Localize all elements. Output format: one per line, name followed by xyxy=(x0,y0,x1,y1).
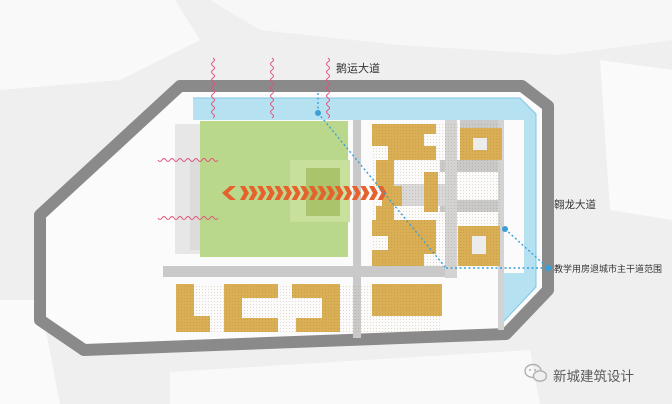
arrow-chevron xyxy=(369,186,378,200)
orientation-arrow xyxy=(222,186,236,200)
road-east-label: 翱龙大道 xyxy=(554,198,596,211)
arrow-chevron xyxy=(283,186,292,200)
callout-line-1 xyxy=(317,112,447,269)
callout-label: 教学用房退城市主干道范围 xyxy=(554,263,662,275)
courtyard-se xyxy=(472,236,486,254)
arrow-chevron xyxy=(248,186,258,200)
arrow-chevron xyxy=(257,186,267,200)
context-block-nw xyxy=(0,0,200,90)
arrow-chevron xyxy=(291,186,301,200)
arrow-chevron xyxy=(343,186,353,200)
arrow-chevron xyxy=(300,186,310,200)
pale-strip xyxy=(190,160,202,250)
south-texture xyxy=(176,284,442,332)
arrow-chevron xyxy=(274,186,284,200)
callout-dot-1 xyxy=(315,110,321,116)
setback-zone-edge xyxy=(193,97,537,323)
context-block-s xyxy=(170,350,540,404)
arrow-chevron xyxy=(240,186,249,200)
watermark: 新城建筑设计 xyxy=(524,363,634,385)
noise-line-north-2 xyxy=(270,57,274,119)
context-block-n xyxy=(210,0,672,55)
arrow-chevron xyxy=(334,186,344,200)
arrow-chevron xyxy=(360,186,370,200)
callout-lines xyxy=(317,90,549,269)
courtyard-ne xyxy=(473,138,487,150)
arrow-chevron xyxy=(265,186,275,200)
noise-line-north-3 xyxy=(326,57,330,119)
internal-road-ns xyxy=(353,120,361,338)
watermark-text: 新城建筑设计 xyxy=(553,369,634,385)
arrow-head xyxy=(222,186,236,200)
noise-line-north-1 xyxy=(211,57,215,119)
arrow-chevron xyxy=(326,186,335,200)
arrow-chevron xyxy=(308,186,318,200)
callout-dot-end xyxy=(544,264,552,272)
noise-lines xyxy=(157,57,330,220)
internal-road-ew xyxy=(163,266,448,277)
arrow-chevron xyxy=(351,186,361,200)
noise-line-west-1 xyxy=(157,158,219,162)
arrow-chevron xyxy=(317,186,327,200)
wechat-icon xyxy=(524,363,548,382)
road-north-label: 鹅运大道 xyxy=(336,61,380,75)
callout-dot-2 xyxy=(502,226,508,232)
arrow-chevron xyxy=(377,186,387,200)
context-block-e xyxy=(600,60,672,220)
callout-line-3 xyxy=(504,228,549,269)
noise-line-west-2 xyxy=(157,216,219,220)
arrow-chevrons xyxy=(240,186,387,200)
